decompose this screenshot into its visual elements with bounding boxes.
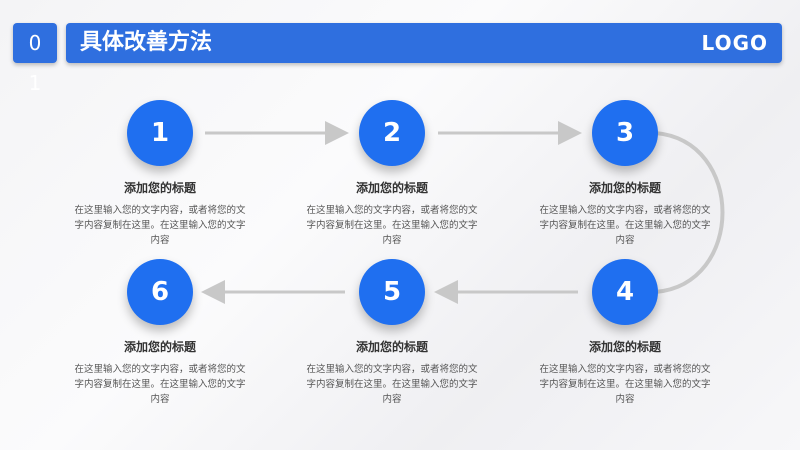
step-circle-4: 4 xyxy=(592,259,658,325)
title-bar: 具体改善方法 LOGO xyxy=(66,23,782,63)
step-circle-5: 5 xyxy=(359,259,425,325)
step-circle-2: 2 xyxy=(359,100,425,166)
step-title-3: 添加您的标题 xyxy=(588,181,661,195)
step-title-5: 添加您的标题 xyxy=(355,340,428,354)
logo: LOGO xyxy=(701,31,768,55)
step-desc-1: 在这里输入您的文字内容，或者将您的文字内容复制在这里。在这里输入您的文字内容 xyxy=(74,205,246,246)
step-desc-4: 在这里输入您的文字内容，或者将您的文字内容复制在这里。在这里输入您的文字内容 xyxy=(539,364,711,405)
step-title-4: 添加您的标题 xyxy=(588,340,661,354)
step-desc-5: 在这里输入您的文字内容，或者将您的文字内容复制在这里。在这里输入您的文字内容 xyxy=(306,364,478,405)
section-number: 01 xyxy=(28,31,42,95)
step-title-2: 添加您的标题 xyxy=(355,181,428,195)
arrow-3-4-curve xyxy=(654,131,725,294)
step-desc-3: 在这里输入您的文字内容，或者将您的文字内容复制在这里。在这里输入您的文字内容 xyxy=(539,205,711,246)
step-circle-3: 3 xyxy=(592,100,658,166)
step-circle-1: 1 xyxy=(127,100,193,166)
step-desc-6: 在这里输入您的文字内容，或者将您的文字内容复制在这里。在这里输入您的文字内容 xyxy=(74,364,246,405)
step-desc-2: 在这里输入您的文字内容，或者将您的文字内容复制在这里。在这里输入您的文字内容 xyxy=(306,205,478,246)
step-title-1: 添加您的标题 xyxy=(123,181,196,195)
step-title-6: 添加您的标题 xyxy=(123,340,196,354)
page-title: 具体改善方法 xyxy=(80,30,213,55)
step-circle-6: 6 xyxy=(127,259,193,325)
section-number-badge: 01 xyxy=(13,23,57,95)
